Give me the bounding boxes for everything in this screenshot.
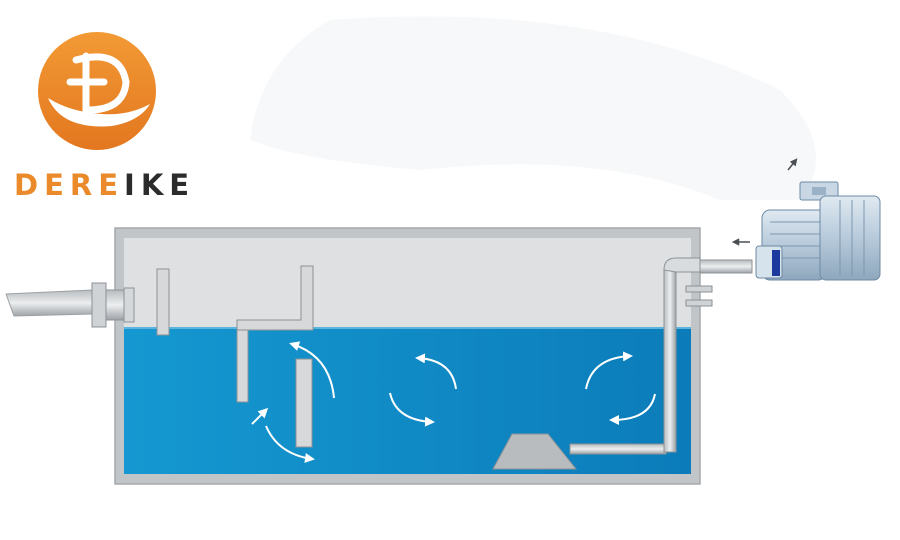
background-shading [250, 16, 816, 201]
circulation-arrow-icon [251, 341, 656, 463]
brand-logo [38, 32, 156, 150]
brand-name-orange: DERE [14, 168, 125, 202]
inlet-baffle [156, 268, 170, 336]
airflow-arrow-icon [731, 158, 798, 246]
blower-icon [755, 181, 881, 281]
l-baffle [236, 265, 314, 331]
brand-name-dark: IKE [124, 168, 196, 202]
logo-swoosh-icon [48, 98, 150, 127]
logo-d-icon [66, 52, 130, 116]
blower-ring [772, 250, 780, 276]
tank-air-space [124, 238, 691, 330]
brand-name: DEREIKE [14, 168, 195, 202]
inlet-pipe-icon [5, 282, 135, 328]
logo-circle [38, 32, 156, 150]
blower-housing [819, 195, 881, 281]
air-pipe-icon [663, 257, 753, 453]
middle-baffle [295, 358, 313, 448]
baffle-icon [156, 265, 314, 448]
